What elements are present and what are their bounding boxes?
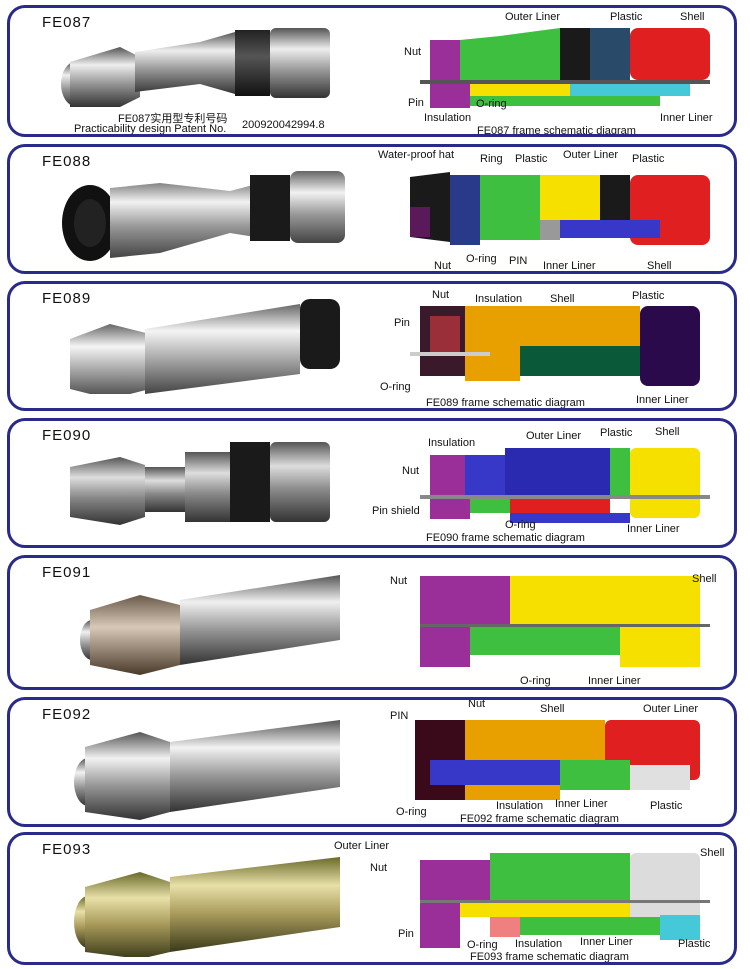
product-code: FE088 [42,153,92,170]
label-insulation: Insulation [496,800,544,812]
label-plastic: Plastic [650,800,683,812]
product-code: FE091 [42,564,92,581]
label-plastic: Plastic [632,290,665,302]
label-nut: Nut [404,46,422,58]
connector-photo [70,299,340,394]
label-outer-liner: Outer Liner [334,840,390,852]
panel-fe088: FE088 Water-proof hat Ring Plastic Outer… [7,144,737,274]
connector-photo [70,442,330,525]
product-code: FE093 [42,841,92,858]
label-inner-liner: Inner Liner [580,936,633,948]
label-shell: Shell [540,703,565,715]
label-inner-liner: Inner Liner [627,523,680,535]
label-pin: Pin [408,97,424,109]
label-shell: Shell [692,573,717,585]
connector-photo [62,171,345,261]
label-pin: PIN [509,255,528,267]
product-code: FE089 [42,290,92,307]
label-o-ring: O-ring [380,381,411,393]
label-plastic-a: Plastic [515,153,548,165]
label-o-ring: O-ring [505,519,536,531]
label-nut: Nut [402,465,420,477]
diagram-caption: FE087 frame schematic diagram [477,125,636,137]
label-ring: Ring [480,153,503,165]
connector-photo [80,575,340,675]
label-o-ring: O-ring [467,939,498,951]
label-inner-liner: Inner Liner [660,112,713,124]
label-nut: Nut [434,260,452,272]
label-inner-liner: Inner Liner [555,798,608,810]
panel-fe093: FE093 Outer Liner Nut Shell Pin O-ring I… [7,832,737,965]
label-nut: Nut [432,289,450,301]
label-outer-liner: Outer Liner [563,149,619,161]
label-shell: Shell [700,847,725,859]
label-insulation: Insulation [475,293,523,305]
panel-fe087: FE087 FE087实用型专利号码 Practicability design… [7,5,737,137]
label-nut: Nut [370,862,388,874]
label-shell: Shell [550,293,575,305]
diagram-caption: FE093 frame schematic diagram [470,951,629,963]
label-plastic: Plastic [610,11,643,23]
label-shell: Shell [647,260,672,272]
patent-cn: FE087实用型专利号码 [118,113,228,125]
product-code: FE090 [42,427,92,444]
label-o-ring: O-ring [520,675,551,687]
label-plastic: Plastic [678,938,711,950]
label-inner-liner: Inner Liner [636,394,689,406]
schematic-diagram [410,172,710,245]
panel-fe091: FE091 Nut Shell O-ring Inner Liner [7,555,737,690]
label-inner-liner: Inner Liner [543,260,596,272]
label-plastic: Plastic [600,427,633,439]
schematic-diagram [420,448,710,523]
diagram-caption: FE092 frame schematic diagram [460,813,619,825]
connector-photo [74,857,340,957]
schematic-diagram [415,720,700,800]
panel-fe092: FE092 Nut PIN Shell Outer Liner O-ring I… [7,697,737,827]
label-o-ring: O-ring [466,253,497,265]
label-nut: Nut [390,575,408,587]
label-pin: PIN [390,710,409,722]
label-insulation: Insulation [428,437,476,449]
product-code: FE087 [42,14,92,31]
schematic-diagram [410,306,700,386]
label-pin: Pin [394,317,410,329]
label-o-ring: O-ring [396,806,427,818]
label-outer-liner: Outer Liner [505,11,561,23]
panel-fe090: FE090 Insulation Outer Liner Plastic She… [7,418,737,548]
schematic-diagram [420,28,710,108]
patent-en: Practicability design Patent No. [74,123,227,135]
label-outer-liner: Outer Liner [526,430,582,442]
label-shell: Shell [680,11,705,23]
diagram-caption: FE090 frame schematic diagram [426,532,585,544]
label-water-proof-hat: Water-proof hat [378,149,455,161]
diagram-caption: FE089 frame schematic diagram [426,397,585,409]
label-o-ring: O-ring [476,98,507,110]
connector-photo [61,28,330,107]
label-outer-liner: Outer Liner [643,703,699,715]
label-insulation: Insulation [424,112,472,124]
label-shell: Shell [655,426,680,438]
label-pin-shield: Pin shield [372,505,420,517]
patent-number: 200920042994.8 [242,119,325,131]
schematic-diagram [420,576,710,667]
connector-photo [74,720,340,820]
label-pin: Pin [398,928,414,940]
label-inner-liner: Inner Liner [588,675,641,687]
schematic-diagram [420,853,710,948]
label-plastic-b: Plastic [632,153,665,165]
product-code: FE092 [42,706,92,723]
panel-fe089: FE089 Nut Insulation Shell Plastic Pin O… [7,281,737,411]
label-insulation: Insulation [515,938,563,950]
label-nut: Nut [468,698,486,710]
